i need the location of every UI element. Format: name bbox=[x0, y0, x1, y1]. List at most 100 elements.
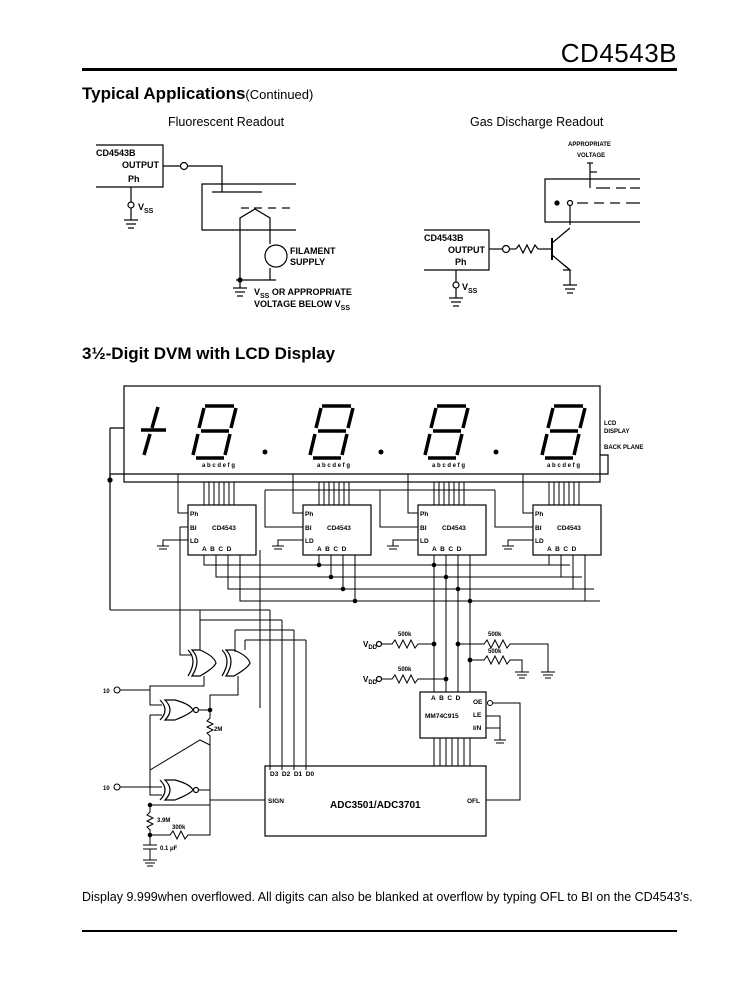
res-500k-2: 500k bbox=[398, 667, 412, 673]
fluorescent-caption: Fluorescent Readout bbox=[168, 115, 285, 129]
lcd-digit-half bbox=[141, 406, 166, 456]
adc-digits: D3 D2 D1 D0 bbox=[270, 771, 314, 778]
fl-vss-or-rest: OR APPROPRIATE bbox=[269, 287, 352, 297]
input-2-label: 10 bbox=[103, 786, 110, 792]
dvm-circuit: LCD DISPLAY BACK PLANE a b c d e f g a b… bbox=[103, 385, 643, 867]
seg-letters-2: a b c d e f g bbox=[317, 463, 350, 469]
gd-appropriate-label: APPROPRIATE bbox=[568, 142, 611, 148]
latch-chip bbox=[419, 691, 487, 739]
adc-name: ADC3501/ADC3701 bbox=[330, 800, 421, 811]
lcd-decimal-2 bbox=[378, 449, 384, 455]
fl-output-label: OUTPUT bbox=[122, 160, 160, 170]
res-500k-4: 500k bbox=[488, 649, 502, 655]
decoder-2 bbox=[302, 504, 372, 556]
decoder-3 bbox=[417, 504, 487, 556]
adc-sign: SIGN bbox=[268, 798, 284, 805]
lcd-display bbox=[123, 385, 601, 483]
cap-label: 0.1 μF bbox=[160, 846, 178, 852]
typical-applications-title: Typical Applications(Continued) bbox=[82, 84, 313, 104]
lcd-digit-4 bbox=[540, 404, 587, 460]
res-300k: 300k bbox=[172, 825, 186, 831]
svg-text:VSS OR APPROPRIATE: VSS OR APPROPRIATE bbox=[254, 287, 352, 300]
res-500k-1: 500k bbox=[398, 632, 412, 638]
fl-vss-label: V bbox=[138, 202, 144, 212]
fl-ph-label: Ph bbox=[128, 174, 140, 184]
decoder-1 bbox=[187, 504, 257, 556]
fl-vss-or-sub: SS bbox=[260, 293, 270, 300]
dec2-bi: BI bbox=[305, 525, 312, 532]
dec3-name: CD4543 bbox=[442, 525, 466, 532]
vdd-1-label: V bbox=[363, 640, 369, 649]
latch-pins: A B C D bbox=[431, 695, 461, 702]
svg-text:VSS: VSS bbox=[462, 282, 478, 295]
svg-text:VOLTAGE BELOW VSS: VOLTAGE BELOW VSS bbox=[254, 299, 350, 312]
dec4-ph: Ph bbox=[535, 511, 543, 518]
res-3-9m: 3.9M bbox=[157, 818, 170, 824]
adc-ofl: OFL bbox=[467, 798, 480, 805]
latch-oe: OE bbox=[473, 699, 483, 706]
continued-label: (Continued) bbox=[245, 87, 314, 102]
latch-in: I/N bbox=[473, 725, 482, 732]
input-1-label: 10 bbox=[103, 689, 110, 695]
lcd-label-2: DISPLAY bbox=[604, 429, 629, 435]
lcd-decimal-1 bbox=[262, 449, 268, 455]
seg-letters-3: a b c d e f g bbox=[432, 463, 465, 469]
dec2-ph: Ph bbox=[305, 511, 313, 518]
lcd-digit-3 bbox=[423, 404, 470, 460]
dec3-ld: LD bbox=[420, 538, 429, 545]
seg-letters-4: a b c d e f g bbox=[547, 463, 580, 469]
lcd-decimal-3 bbox=[493, 449, 499, 455]
gd-vss-label: V bbox=[462, 282, 468, 292]
fl-vss-sub: SS bbox=[144, 208, 154, 215]
header-rule bbox=[82, 68, 677, 71]
svg-text:VSS: VSS bbox=[138, 202, 154, 215]
dec4-name: CD4543 bbox=[557, 525, 581, 532]
dec1-ph: Ph bbox=[190, 511, 198, 518]
dec3-pins: A B C D bbox=[432, 546, 462, 553]
gd-voltage-label: VOLTAGE bbox=[577, 153, 605, 159]
fl-vss-or-label: V bbox=[254, 287, 260, 297]
dec3-bi: BI bbox=[420, 525, 427, 532]
svg-text:VDD: VDD bbox=[363, 675, 378, 686]
res-2m: 2M bbox=[214, 727, 222, 733]
fl-chip-name: CD4543B bbox=[96, 148, 136, 158]
dec1-ld: LD bbox=[190, 538, 199, 545]
dec1-name: CD4543 bbox=[212, 525, 236, 532]
dec4-pins: A B C D bbox=[547, 546, 577, 553]
gas-discharge-caption: Gas Discharge Readout bbox=[470, 115, 604, 129]
part-number: CD4543B bbox=[560, 38, 677, 68]
dec3-ph: Ph bbox=[420, 511, 428, 518]
lcd-label-1: LCD bbox=[604, 421, 617, 427]
typical-applications-heading: Typical Applications bbox=[82, 84, 246, 103]
seg-letters-1: a b c d e f g bbox=[202, 463, 235, 469]
fl-filament-label: FILAMENT bbox=[290, 246, 336, 256]
gd-vss-sub: SS bbox=[468, 288, 478, 295]
svg-text:VDD: VDD bbox=[363, 640, 378, 651]
dec2-pins: A B C D bbox=[317, 546, 347, 553]
res-500k-3: 500k bbox=[488, 632, 502, 638]
dec1-bi: BI bbox=[190, 525, 197, 532]
gd-output-label: OUTPUT bbox=[448, 245, 486, 255]
vdd-2-label: V bbox=[363, 675, 369, 684]
vdd-1-sub: DD bbox=[368, 645, 377, 651]
dec2-ld: LD bbox=[305, 538, 314, 545]
dec4-ld: LD bbox=[535, 538, 544, 545]
dec4-bi: BI bbox=[535, 525, 542, 532]
footnote: Display 9.999when overflowed. All digits… bbox=[82, 890, 693, 904]
back-plane-label: BACK PLANE bbox=[604, 445, 643, 451]
lcd-digit-2 bbox=[308, 404, 355, 460]
gd-chip-name: CD4543B bbox=[424, 233, 464, 243]
latch-le: LE bbox=[473, 712, 482, 719]
vdd-2-sub: DD bbox=[368, 680, 377, 686]
dvm-title: 3½-Digit DVM with LCD Display bbox=[82, 344, 336, 363]
dec2-name: CD4543 bbox=[327, 525, 351, 532]
lcd-digit-1 bbox=[191, 404, 238, 460]
gas-discharge-circuit: APPROPRIATE VOLTAGE CD4543B OUTPUT Ph VS… bbox=[424, 142, 640, 307]
fl-voltage-below-sub: SS bbox=[341, 305, 351, 312]
decoder-4 bbox=[532, 504, 602, 556]
fluorescent-circuit: CD4543B OUTPUT Ph VSS FILAMENT SUPPLY VS… bbox=[96, 144, 352, 312]
fl-supply-label: SUPPLY bbox=[290, 257, 325, 267]
dec1-pins: A B C D bbox=[202, 546, 232, 553]
footer-rule bbox=[82, 930, 677, 932]
